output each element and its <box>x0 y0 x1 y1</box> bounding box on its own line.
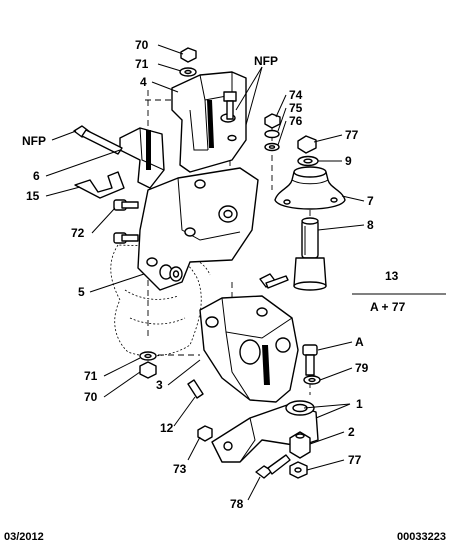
footer-date: 03/2012 <box>4 531 44 543</box>
callout-78: 78 <box>230 497 244 511</box>
callout-4: 4 <box>140 75 147 89</box>
callout-1: 1 <box>356 397 363 411</box>
callout-75: 75 <box>289 101 303 115</box>
callout-a: A <box>355 335 364 349</box>
callout-77-top: 77 <box>345 128 359 142</box>
spacer <box>289 431 311 459</box>
callout-77-lower: 77 <box>348 453 362 467</box>
callout-13-sub: A + 77 <box>370 300 406 314</box>
buffer-stud <box>293 217 327 291</box>
callout-6: 6 <box>33 169 40 183</box>
callout-71-lower: 71 <box>84 369 98 383</box>
callout-13: 13 <box>385 269 399 283</box>
upper-bracket <box>171 71 247 173</box>
rubber-mount <box>274 166 346 210</box>
pin-12 <box>187 379 204 399</box>
callout-nfp-left: NFP <box>22 134 46 148</box>
callout-73: 73 <box>173 462 187 476</box>
callout-nfp-top: NFP <box>254 54 278 68</box>
callout-12: 12 <box>160 421 174 435</box>
callout-70-top: 70 <box>135 38 149 52</box>
callout-71-top: 71 <box>135 57 149 71</box>
footer: 03/2012 00033223 <box>4 531 446 543</box>
lower-bracket <box>199 295 299 403</box>
washer-79 <box>303 375 321 385</box>
bolt-78 <box>255 454 291 479</box>
nfp-bolt-left <box>73 125 123 155</box>
callout-72: 72 <box>71 226 85 240</box>
nut-73 <box>197 425 213 442</box>
callout-76: 76 <box>289 114 303 128</box>
callout-9: 9 <box>345 154 352 168</box>
callout-3: 3 <box>156 378 163 392</box>
leader-lines <box>45 44 446 501</box>
callout-labels: 70 71 4 NFP 74 75 76 77 9 7 NFP 6 15 72 … <box>22 38 406 511</box>
callout-74: 74 <box>289 88 303 102</box>
plate-bolts <box>113 199 139 244</box>
nut-washer-lower <box>139 351 157 379</box>
u-clip <box>74 171 125 199</box>
footer-reference: 00033223 <box>397 531 446 543</box>
side-bracket <box>119 127 165 189</box>
mount-nut-washer <box>297 135 319 167</box>
nut-washer-top <box>179 47 197 77</box>
callout-79: 79 <box>355 361 369 375</box>
main-plate <box>137 167 259 291</box>
lower-nut <box>289 461 308 479</box>
callout-15: 15 <box>26 189 40 203</box>
nut-washer-stack <box>264 113 281 152</box>
callout-2: 2 <box>348 425 355 439</box>
callout-8: 8 <box>367 218 374 232</box>
stud-bolt <box>259 273 289 289</box>
bolt-a <box>302 344 318 376</box>
bracket-bolt-top <box>223 91 237 120</box>
callout-70-lower: 70 <box>84 390 98 404</box>
plate-bushings <box>159 264 183 282</box>
callout-7: 7 <box>367 194 374 208</box>
callout-5: 5 <box>78 285 85 299</box>
